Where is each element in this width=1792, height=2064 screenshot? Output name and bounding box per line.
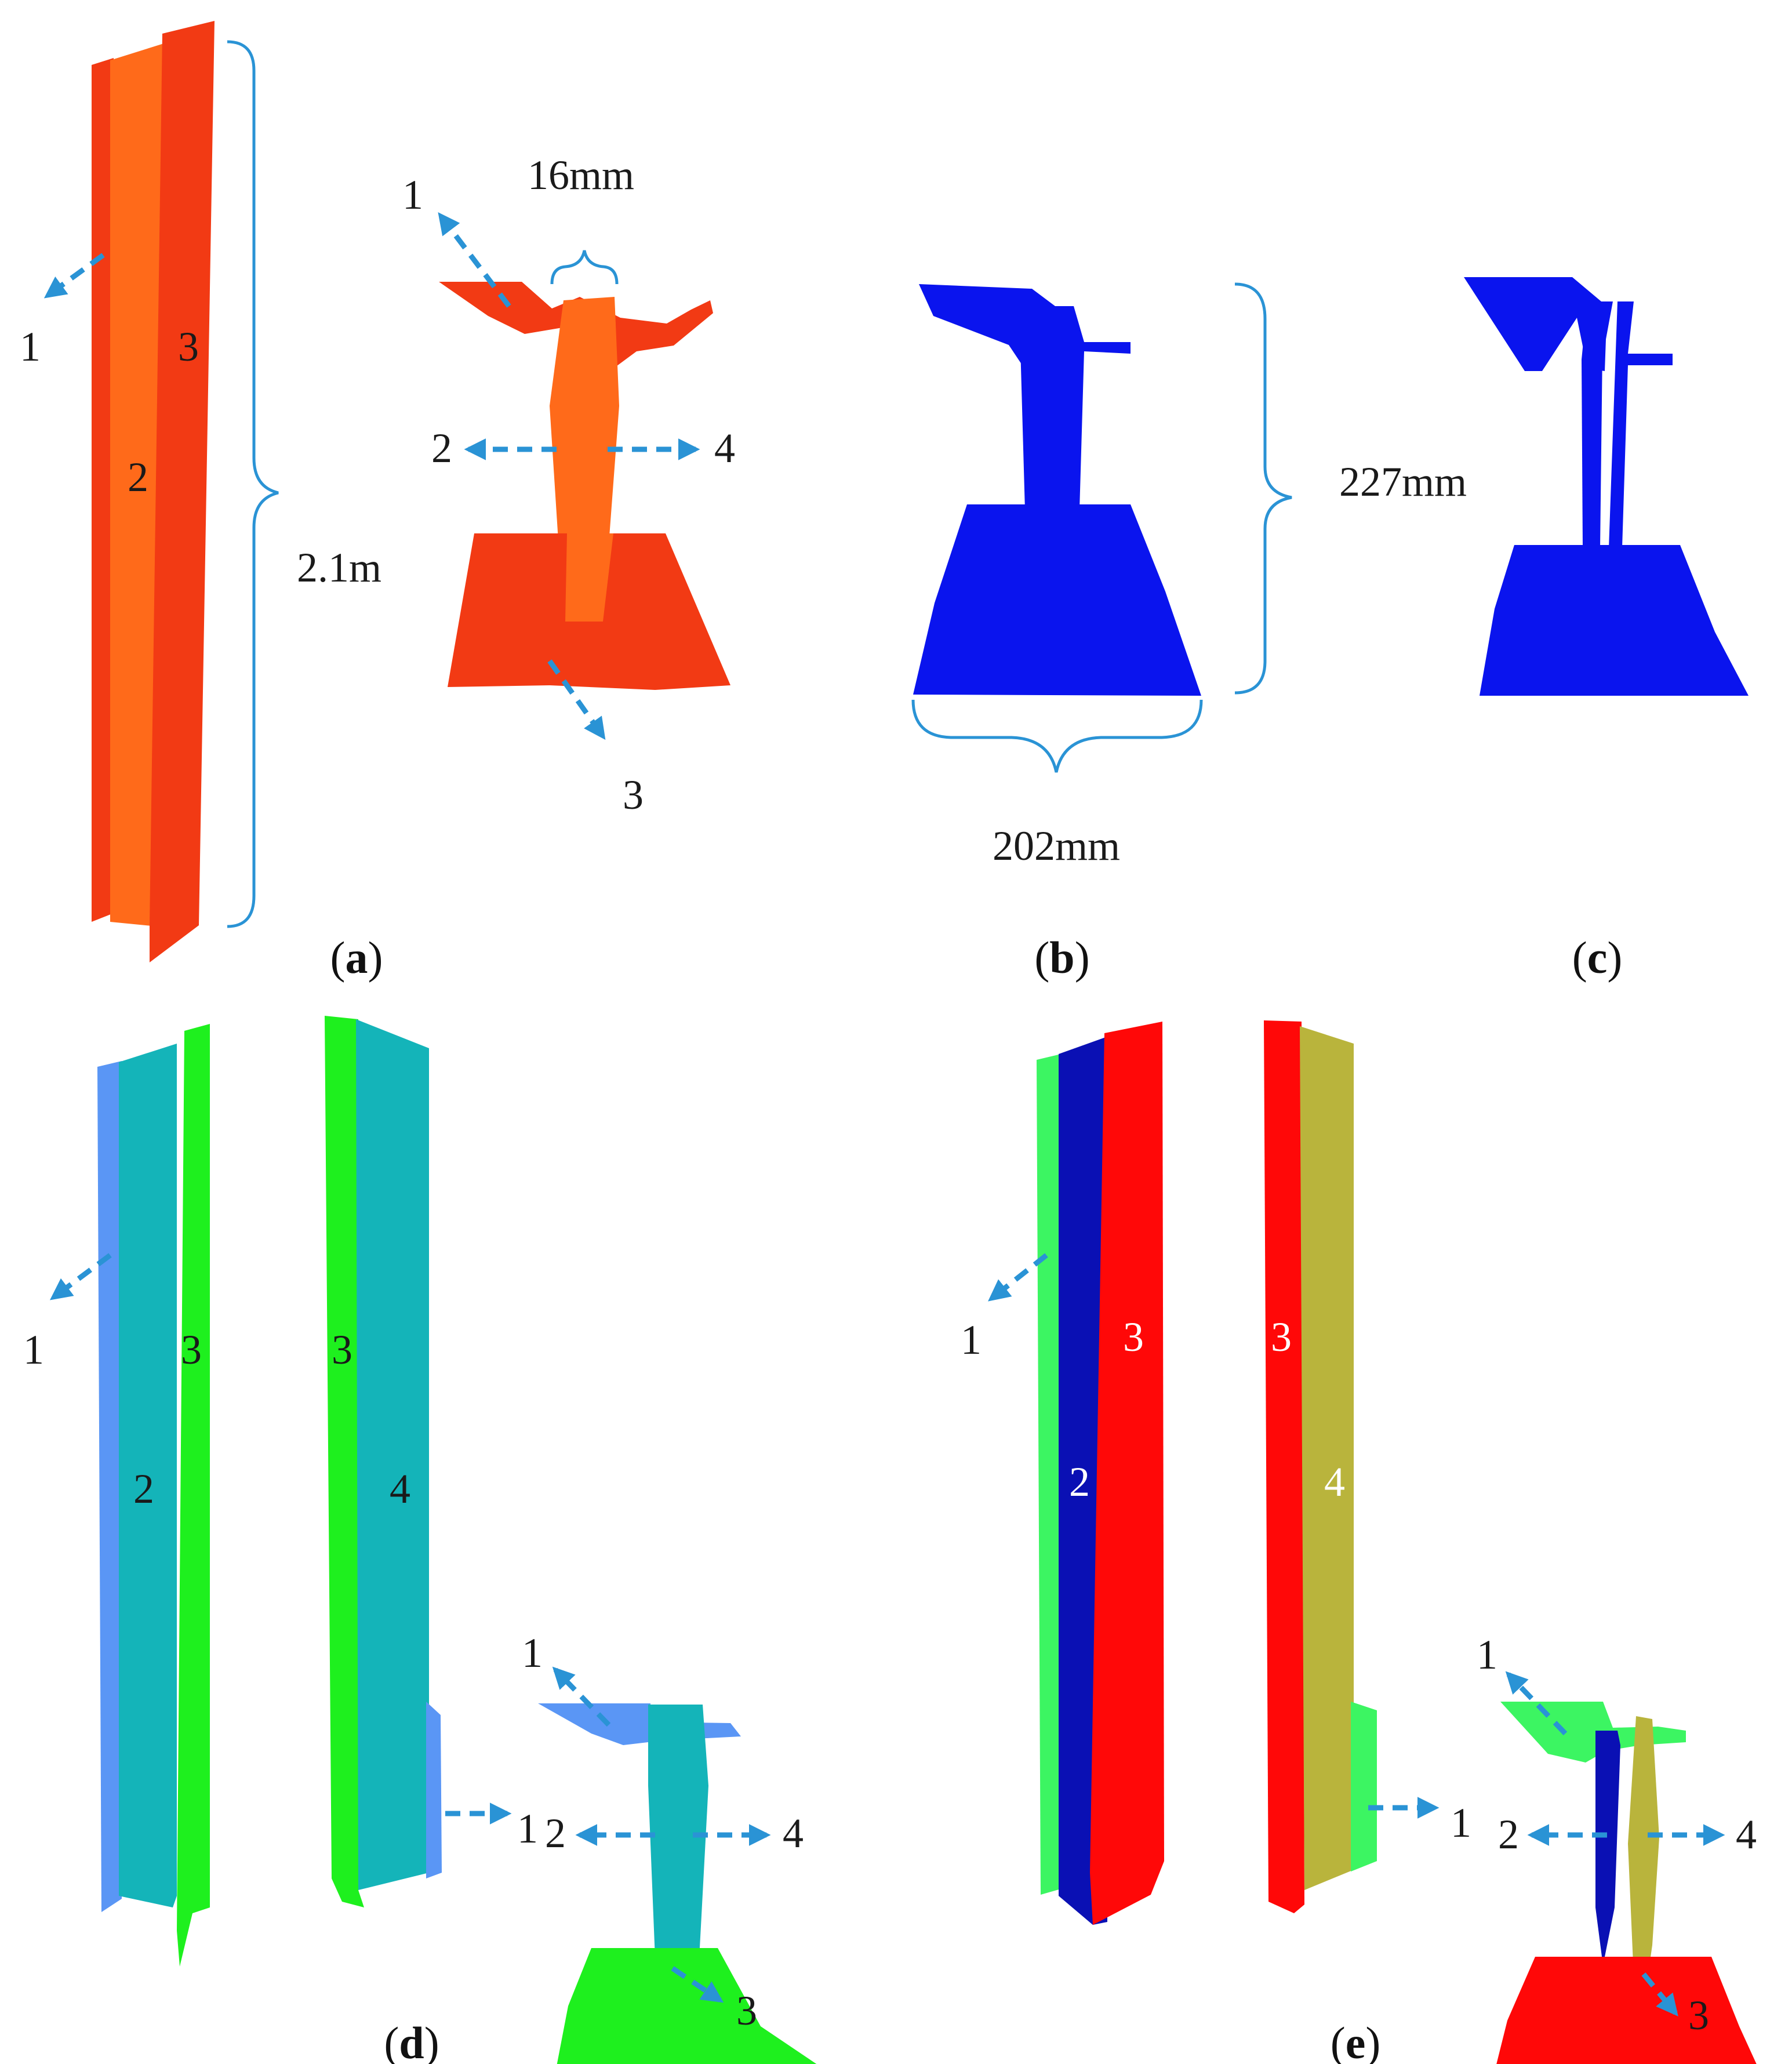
height-dimension: 2.1m — [297, 544, 381, 591]
section-a-label-1: 1 — [402, 172, 423, 218]
panel-b: 227mm 202mm (b) — [911, 282, 1467, 983]
beam-d2-flange-3 — [325, 1016, 364, 1907]
section-a-arrow-1 — [438, 212, 511, 308]
beam-d2-flange-1 — [426, 1702, 442, 1878]
panel-e-beam-2 — [1264, 1020, 1377, 1913]
panel-a-section — [439, 282, 730, 690]
beam-e2-flange-1 — [1351, 1702, 1377, 1872]
width-brace-b — [911, 699, 1203, 773]
section-d-label-2: 2 — [545, 1810, 566, 1856]
section-a-label-4: 4 — [714, 425, 735, 471]
panel-e-beam-1 — [1037, 1022, 1164, 1925]
beam-e1-label-1: 1 — [961, 1317, 982, 1363]
section-b-bottom-flange — [913, 504, 1201, 696]
beam-d1-web-2 — [119, 1044, 177, 1907]
section-d-label-3: 3 — [736, 1987, 757, 2034]
beam-d1-flange-3 — [177, 1024, 210, 1967]
beam-d2-label-3: 3 — [332, 1327, 352, 1373]
panel-e-section — [1496, 1702, 1757, 2064]
height-brace-b — [1234, 282, 1292, 695]
height-dimension-b: 227mm — [1339, 459, 1467, 505]
panel-b-section — [913, 284, 1201, 696]
section-d-label-4: 4 — [783, 1810, 804, 1856]
beam-d1-label-3: 3 — [181, 1327, 202, 1373]
beam-e2-label-4: 4 — [1324, 1459, 1345, 1505]
beam-d1-label-2: 2 — [133, 1466, 154, 1512]
beam-e1-arrow-1 — [988, 1253, 1048, 1302]
section-a-web-overlay — [565, 533, 613, 622]
section-e-bottom-flange — [1496, 1957, 1757, 2064]
section-d-web — [648, 1705, 708, 1989]
beam-e1-flange-1 — [1037, 1054, 1061, 1895]
beam-d1-label-1: 1 — [23, 1327, 44, 1373]
beam-e2-label-1: 1 — [1451, 1800, 1471, 1846]
section-e-label-4: 4 — [1736, 1811, 1757, 1858]
beam-d1-arrow-1 — [49, 1253, 112, 1300]
beam-e2-flange-3 — [1264, 1020, 1304, 1913]
beam-e1-flange-3 — [1090, 1022, 1164, 1925]
beam-e1-label-3: 3 — [1123, 1314, 1144, 1360]
section-a-arrow-3 — [547, 659, 606, 740]
beam-e2-label-3: 3 — [1271, 1314, 1292, 1360]
caption-d: (d) — [384, 2018, 439, 2064]
section-b-web — [1019, 306, 1068, 510]
section-b-top-flange — [919, 284, 1131, 513]
panel-c-section — [1464, 277, 1749, 696]
section-e-label-3: 3 — [1688, 1992, 1709, 2038]
beam-a-label-2: 2 — [128, 454, 148, 500]
section-d-bottom-flange — [557, 1948, 817, 2064]
beam-d2-label-4: 4 — [390, 1466, 410, 1512]
width-dimension-b: 202mm — [993, 823, 1120, 869]
section-e-arrow-1 — [1505, 1671, 1568, 1736]
beam-a-flange-1 — [92, 58, 114, 922]
beam-a-label-1: 1 — [20, 324, 41, 370]
section-c-top-flange — [1464, 277, 1613, 371]
panel-d: 1 2 3 3 4 1 1 2 4 3 (d) — [23, 1016, 817, 2064]
caption-e: (e) — [1331, 2018, 1381, 2064]
section-c-web-right — [1609, 301, 1673, 548]
section-d-label-1: 1 — [522, 1630, 543, 1676]
section-c-bottom-flange — [1480, 545, 1749, 696]
caption-a: (a) — [330, 932, 383, 983]
section-d-arrow-3 — [671, 1966, 724, 2003]
section-a-label-3: 3 — [623, 772, 644, 818]
section-d-arrow-1 — [552, 1666, 611, 1727]
panel-a: 1 2 3 2.1m 16mm 1 2 4 3 (a) — [20, 21, 735, 983]
panel-c: (c) — [1464, 277, 1749, 983]
section-e-arrow-3 — [1641, 1972, 1678, 2016]
section-e-web-left — [1595, 1731, 1620, 1965]
beam-a-flange-3 — [150, 21, 215, 962]
beam-d2-label-1: 1 — [517, 1805, 538, 1852]
panel-d-beam-2 — [325, 1016, 442, 1907]
section-c-web-left — [1582, 301, 1603, 548]
beam-d1-flange-1 — [97, 1061, 122, 1912]
section-e-top-flange — [1500, 1702, 1686, 1763]
web-dimension: 16mm — [528, 152, 634, 198]
height-brace — [227, 40, 279, 928]
web-width-brace — [550, 250, 619, 285]
caption-b: (b) — [1034, 932, 1089, 983]
panel-d-section — [538, 1703, 817, 2064]
beam-a-label-3: 3 — [178, 324, 199, 370]
panel-d-beam-1 — [97, 1024, 210, 1967]
section-e-label-1: 1 — [1477, 1631, 1497, 1678]
section-e-label-2: 2 — [1498, 1811, 1519, 1858]
panel-a-beam — [92, 21, 215, 962]
beam-d2-web-4 — [356, 1019, 429, 1890]
beam-e1-label-2: 2 — [1069, 1459, 1090, 1505]
caption-c: (c) — [1572, 932, 1623, 983]
beam-e2-web-4 — [1300, 1026, 1354, 1890]
section-a-label-2: 2 — [431, 425, 452, 471]
beam-a-arrow-1 — [43, 253, 105, 299]
section-e-web-right — [1628, 1716, 1659, 2018]
section-d-top-flange — [538, 1703, 741, 1745]
panel-e: 1 2 3 3 4 1 1 2 4 3 (e) — [961, 1020, 1757, 2064]
